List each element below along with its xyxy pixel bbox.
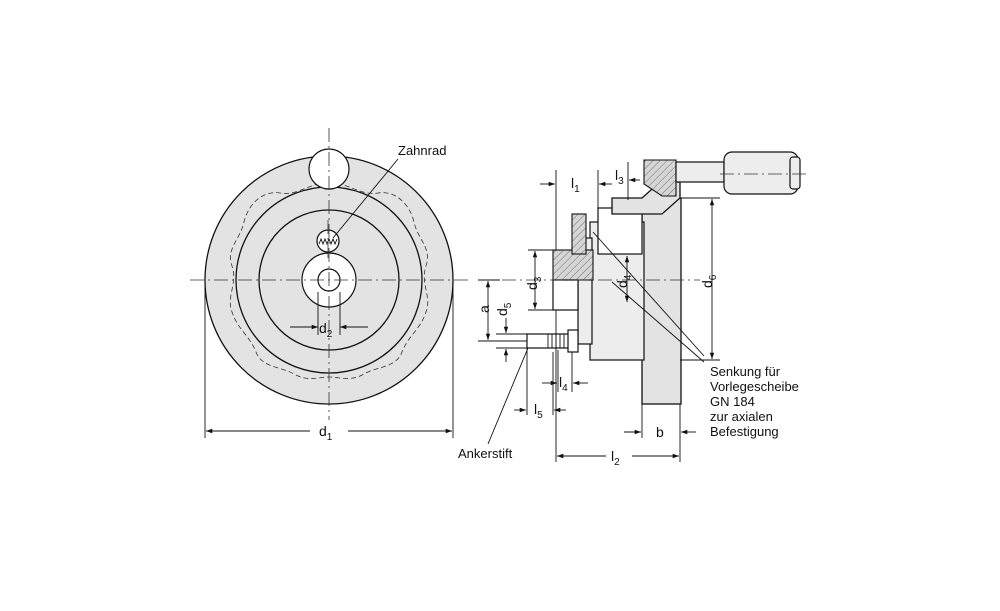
handle-grip-end [789, 156, 801, 190]
gear-housing [597, 207, 643, 255]
ankerstift-label: Ankerstift [458, 446, 513, 461]
d3-label: d3 [524, 276, 544, 290]
l2-label: l2 [611, 448, 620, 468]
d4-label: d4 [614, 274, 634, 288]
zahnrad-label: Zahnrad [398, 143, 446, 158]
senkung-leader-1 [592, 231, 705, 357]
d1-label: d1 [319, 423, 333, 443]
b-label: b [656, 424, 664, 440]
sleeve-lower [552, 279, 579, 311]
l3-label: l3 [615, 167, 624, 187]
l1-label: l1 [571, 175, 580, 195]
zahnrad-leader [332, 158, 399, 239]
lock-ring [571, 213, 587, 255]
senkung-note: Senkung für Vorlegescheibe GN 184 zur ax… [710, 364, 803, 439]
senkung-leader-2 [611, 281, 705, 363]
gear-teeth [318, 237, 338, 246]
pin-head [567, 329, 579, 353]
handle-stem [675, 161, 725, 183]
ankerstift-leader [487, 347, 529, 445]
a-label: a [476, 305, 492, 313]
wheel-rim-section [641, 197, 682, 405]
l5-label: l5 [534, 401, 543, 421]
d2-label: d2 [319, 320, 333, 340]
bore-sleeve [552, 249, 594, 281]
front-view: d2 d1 Zahnrad [190, 128, 470, 443]
side-view: l1 l3 d3 d4 d6 a d5 l4 [458, 151, 808, 468]
d6-label: d6 [699, 274, 719, 288]
d5-label: d5 [494, 302, 514, 316]
l4-label: l4 [559, 374, 568, 394]
crank-cap-hatch [643, 159, 677, 197]
handle-grip [723, 151, 799, 195]
